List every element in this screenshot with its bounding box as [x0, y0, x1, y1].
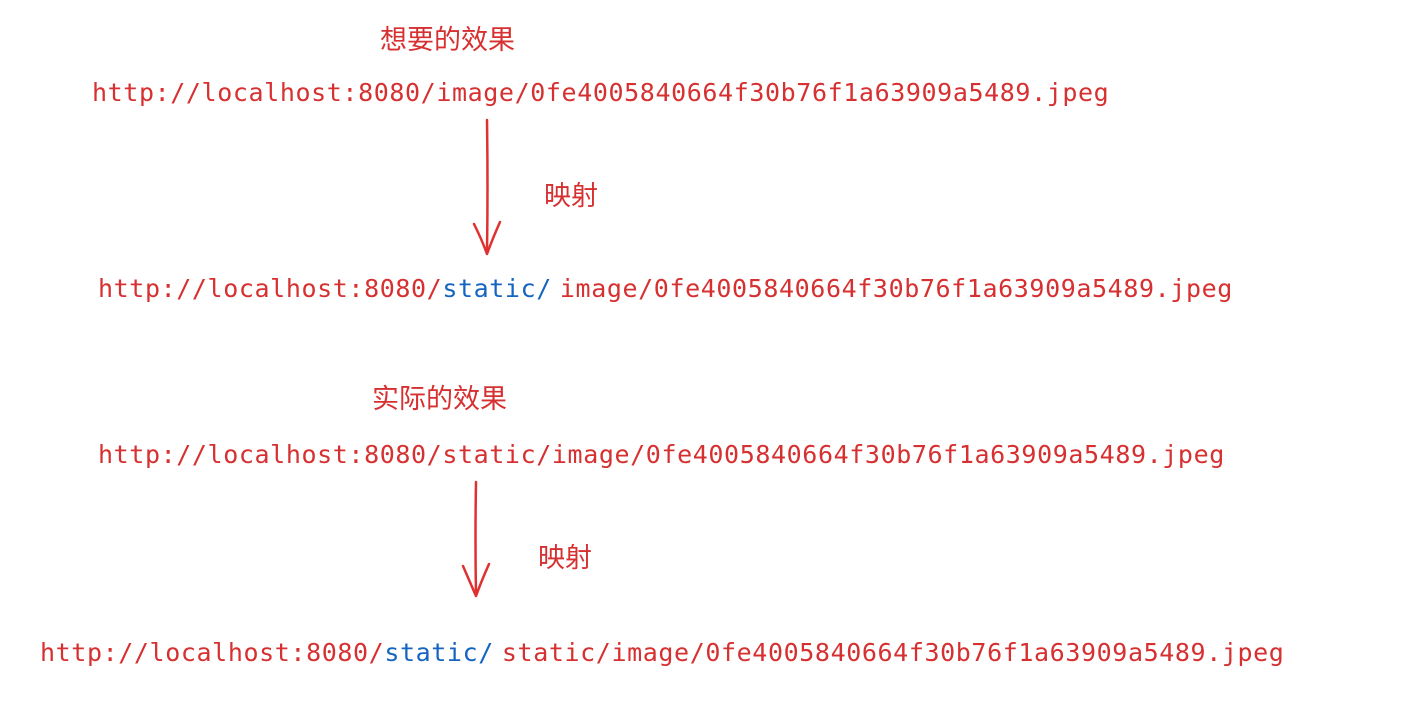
- actual-heading: 实际的效果: [372, 384, 507, 415]
- actual-mapped-url-suffix: static/image/0fe4005840664f30b76f1a63909…: [501, 638, 1285, 667]
- expected-arrow-label: 映射: [544, 181, 598, 212]
- expected-mapped-url-suffix: image/0fe4005840664f30b76f1a63909a5489.j…: [559, 274, 1233, 303]
- expected-heading: 想要的效果: [380, 25, 515, 56]
- expected-mapped-url-prefix: http://localhost:8080/: [98, 274, 443, 303]
- actual-arrow-label: 映射: [538, 543, 592, 574]
- actual-mapped-url-prefix: http://localhost:8080/: [40, 638, 385, 667]
- actual-mapping-arrow: [461, 480, 491, 598]
- expected-source-url: http://localhost:8080/image/0fe400584066…: [92, 78, 1110, 107]
- actual-mapped-url: http://localhost:8080/static/static/imag…: [40, 640, 1284, 665]
- actual-mapped-url-highlight: static/: [384, 638, 494, 667]
- actual-source-url: http://localhost:8080/static/image/0fe40…: [98, 440, 1225, 469]
- expected-mapped-url: http://localhost:8080/static/image/0fe40…: [98, 276, 1233, 301]
- expected-mapping-arrow: [472, 118, 502, 256]
- expected-mapped-url-highlight: static/: [442, 274, 552, 303]
